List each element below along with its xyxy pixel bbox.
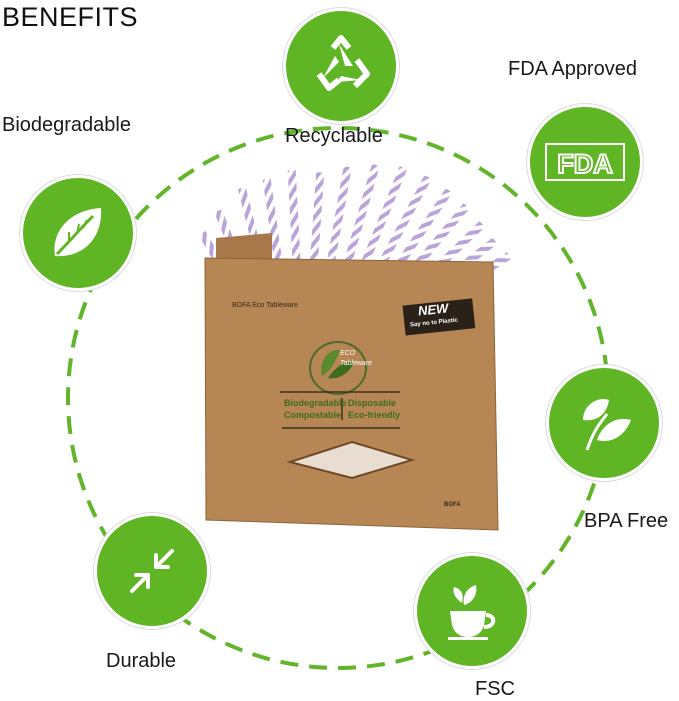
biodegradable-label: Biodegradable (2, 114, 131, 136)
biodegradable-badge (20, 175, 136, 291)
eco-logo-line2: Tableware (340, 360, 373, 367)
feature-compostable: Compostable (284, 410, 342, 420)
fda-approved-badge: FDA (527, 104, 643, 220)
compress-arrows-icon (130, 549, 174, 593)
bpa-free-label: BPA Free (584, 510, 669, 532)
leaves-icon (583, 398, 631, 451)
feature-eco-friendly: Eco-friendly (348, 410, 401, 420)
durable-label: Durable (106, 650, 177, 672)
leaf-icon (54, 208, 102, 257)
fsc-badge (414, 553, 530, 669)
feature-disposable: Disposable (348, 398, 397, 408)
recyclable-badge (283, 8, 399, 124)
page-title: BENEFITS (2, 2, 139, 32)
fda-icon-text: FDA (557, 149, 613, 179)
recycle-icon (316, 35, 370, 91)
tea-cup-icon (448, 585, 496, 640)
box-footer-logo: BOFA (444, 502, 461, 508)
durable-badge (94, 513, 210, 629)
bpa-free-badge (546, 365, 662, 481)
new-badge: NEW (417, 300, 450, 319)
eco-logo-line1: ECO (340, 350, 356, 357)
fsc-label: FSC (475, 678, 515, 700)
box-brand: BOFA Eco Tableware (232, 302, 299, 309)
fda-approved-label: FDA Approved (508, 58, 637, 80)
feature-biodegradable: Biodegradable (284, 398, 347, 408)
recyclable-label: Recyclable (285, 125, 383, 147)
fda-icon: FDA (545, 143, 625, 181)
